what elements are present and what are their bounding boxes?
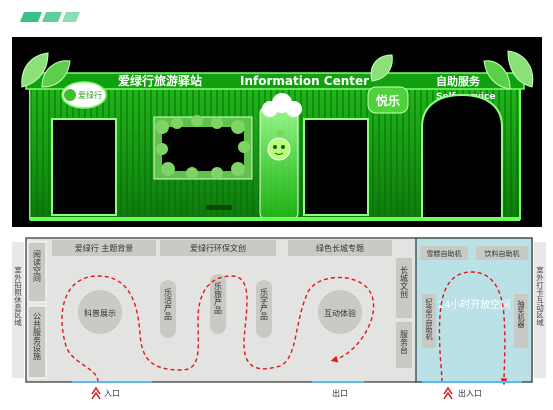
interactive-experience-line1: 互动体验 <box>324 308 356 318</box>
green-wall-box <box>288 240 392 256</box>
mascot-sign-text: 悦乐 <box>376 93 400 108</box>
coin-vending-label: 纪念币自助机 <box>425 297 433 341</box>
great-wall-creative-box <box>396 258 412 318</box>
facade-illustration: 爱绿行 爱绿行旅游驿站 Information Center 自助服务 Self… <box>12 37 542 227</box>
travel-product-pill <box>210 274 226 334</box>
arched-entrance <box>421 93 503 220</box>
drink-vending-label: 饮料自助机 <box>485 249 520 258</box>
mascot-sign <box>367 86 409 114</box>
leaf-icon <box>21 52 71 88</box>
great-wall-creative-label: 长城文创 <box>400 265 409 299</box>
exit-label: 出口 <box>332 388 348 398</box>
open-space-label: 24小时开放空间 <box>438 298 511 311</box>
mascot-icon <box>267 130 291 161</box>
eco-creative-box <box>160 240 276 256</box>
lottery-machine-label: 抽奖机器 <box>517 299 525 329</box>
header-stripes <box>20 12 80 22</box>
exit-entry-label: 出入口 <box>458 388 482 398</box>
self-service-cn: 自助服务 <box>436 74 481 88</box>
eco-creative-label: 爱绿行环保文创 <box>190 243 246 253</box>
service-desk-box <box>396 322 412 368</box>
theme-background-label: 爱绿行 主题背景 <box>75 243 134 253</box>
green-wall-label: 绿色长城专题 <box>316 243 364 253</box>
visitor-path <box>61 275 375 383</box>
coin-vending-box <box>422 294 436 348</box>
science-display-circle <box>78 290 122 334</box>
arrow-up-icon <box>443 386 453 400</box>
entry-label: 入口 <box>104 389 120 398</box>
arrow-up-icon <box>91 386 101 400</box>
left-rail-label: 室外拍照休息区域 <box>13 265 22 327</box>
logo-text: 爱绿行 <box>78 90 102 100</box>
public-service-label: 公共服务设施 <box>33 312 42 361</box>
lohas-product-pill <box>160 280 176 338</box>
leaf-icon <box>483 50 534 90</box>
ice-cream-vending-box <box>420 246 468 260</box>
right-rail <box>534 242 546 378</box>
leaf-icon <box>370 54 393 82</box>
lohas-product-label: 乐活产品 <box>164 287 173 321</box>
reading-space-box <box>27 241 47 303</box>
glass-tube <box>259 106 299 220</box>
travel-product-label: 乐旅产品 <box>214 281 223 315</box>
reading-space-label: 阅读空间 <box>33 250 42 283</box>
logo-badge <box>61 81 107 109</box>
public-service-box <box>27 305 47 379</box>
right-door <box>303 118 369 216</box>
facade-title: 爱绿行旅游驿站 <box>118 73 202 88</box>
lottery-machine-box <box>514 294 528 348</box>
theme-background-box <box>52 240 156 256</box>
study-product-pill <box>256 280 272 338</box>
service-desk-label: 服务台 <box>400 330 409 355</box>
cloud-icon <box>262 93 302 117</box>
science-display-line1: 科普展示 <box>84 308 116 318</box>
hatch-slot <box>206 205 232 210</box>
open-space-path <box>438 271 508 386</box>
ice-cream-vending-label: 雪糕自助机 <box>427 249 462 258</box>
floor-plan: 室外拍照休息区域 室外打卡互动区域 阅读空间 公共服务设施 爱绿行 主题背景 爱… <box>12 237 546 400</box>
drink-vending-box <box>476 246 528 260</box>
left-door <box>51 118 117 216</box>
facade-subtitle: Information Center <box>240 74 369 88</box>
right-rail-label: 室外打卡互动区域 <box>535 265 544 327</box>
left-rail <box>12 242 24 378</box>
interactive-experience-circle <box>318 290 362 334</box>
study-product-label: 乐学产品 <box>260 287 269 321</box>
